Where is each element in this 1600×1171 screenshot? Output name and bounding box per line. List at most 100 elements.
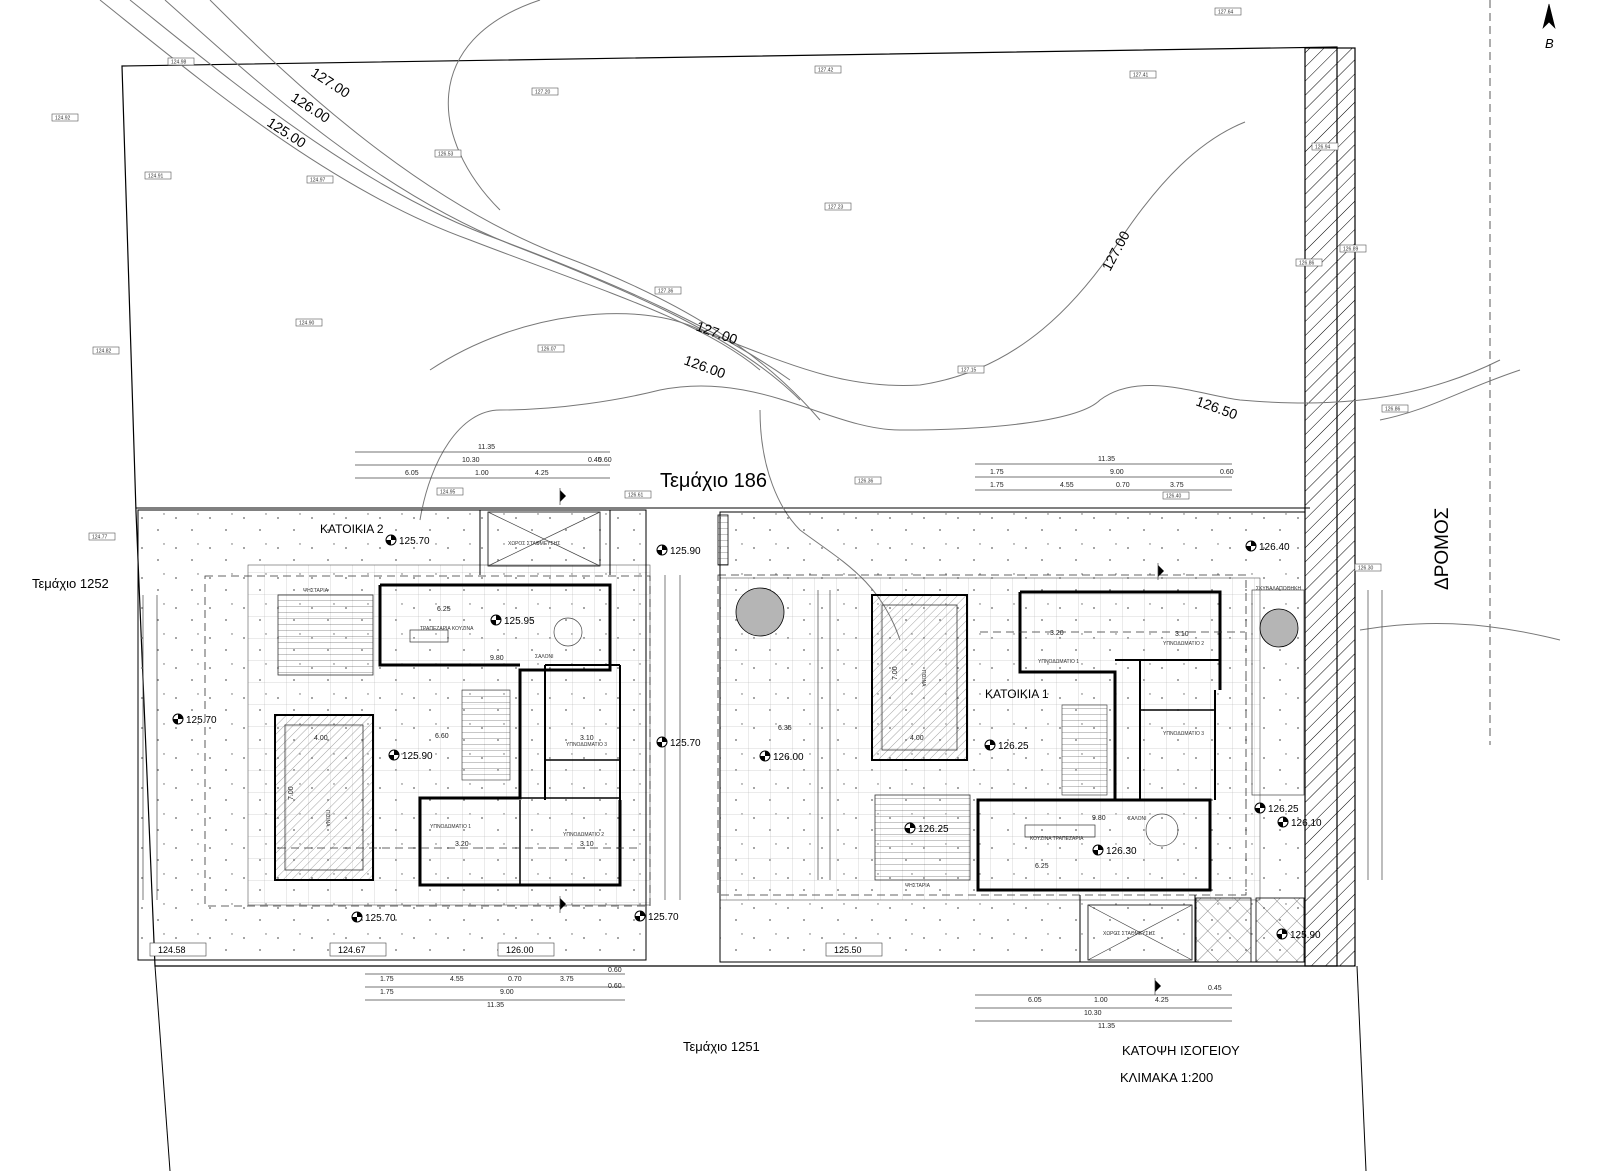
- road-edge-hatch: [1304, 47, 1356, 967]
- dim-label: 3.10: [580, 735, 594, 742]
- svg-text:0.60: 0.60: [598, 457, 612, 464]
- svg-text:126.40: 126.40: [1259, 542, 1290, 553]
- svg-text:0.70: 0.70: [508, 976, 522, 983]
- dim-label: 7.00: [892, 666, 899, 680]
- svg-text:126.36: 126.36: [858, 479, 874, 485]
- room-label: ΥΠΝΟΔΩΜΑΤΙΟ 3: [1163, 731, 1204, 737]
- dim-label: 4.00: [910, 735, 924, 742]
- room-label: ΧΩΡΟΣ ΣΤΑΘΜΕΥΣΗΣ: [508, 541, 560, 547]
- plot-boundary: [121, 46, 1367, 1171]
- svg-text:9.00: 9.00: [500, 989, 514, 996]
- dimension-bottom-house2: 1.75 4.55 0.70 3.75 0.60 1.75 9.00 0.60 …: [365, 967, 625, 1009]
- room-label: ΣΑΛΟΝΙ: [535, 654, 554, 660]
- svg-text:125.70: 125.70: [670, 738, 701, 749]
- gate-marker: [717, 514, 729, 566]
- room-label: ΧΩΡΟΣ ΣΤΑΘΜΕΥΣΗΣ: [1103, 931, 1155, 937]
- boundary-levels: 124.58 124.67 126.00 125.50: [149, 942, 883, 957]
- svg-text:125.90: 125.90: [402, 751, 433, 762]
- svg-text:10.30: 10.30: [1084, 1010, 1102, 1017]
- svg-text:124.98: 124.98: [171, 60, 187, 66]
- dim-label: 7.00: [288, 786, 295, 800]
- svg-text:124.82: 124.82: [96, 349, 112, 355]
- contour-label: 126.00: [682, 352, 728, 382]
- parcel-south-label: Τεμάχιο 1251: [683, 1039, 760, 1054]
- svg-text:1.75: 1.75: [380, 989, 394, 996]
- room-label: ΣΑΛΟΝΙ: [1128, 816, 1147, 822]
- room-label: ΨΗΣΤΑΡΙΑ: [303, 588, 329, 594]
- svg-text:124.77: 124.77: [92, 535, 108, 541]
- svg-text:1.00: 1.00: [475, 470, 489, 477]
- contour-label: 127.00: [694, 318, 740, 348]
- svg-text:11.35: 11.35: [1098, 1023, 1115, 1030]
- north-arrow-icon: B: [1542, 3, 1556, 51]
- svg-text:4.25: 4.25: [1155, 997, 1169, 1004]
- house1-building: [735, 587, 1305, 963]
- dim-label: 3.20: [455, 841, 469, 848]
- svg-text:125.90: 125.90: [1290, 930, 1321, 941]
- level-markers: 125.70 125.90 125.95 125.70 125.90 125.7…: [172, 534, 1322, 941]
- svg-text:125.50: 125.50: [834, 945, 862, 955]
- road-label: ΔΡΟΜΟΣ: [1432, 508, 1453, 591]
- svg-text:126.40: 126.40: [1166, 494, 1182, 500]
- svg-text:6.05: 6.05: [1028, 997, 1042, 1004]
- svg-text:126.30: 126.30: [1106, 846, 1137, 857]
- contour-label: 127.00: [308, 64, 353, 101]
- svg-text:127.41: 127.41: [1133, 73, 1149, 79]
- svg-text:1.75: 1.75: [990, 482, 1004, 489]
- room-label: ΥΠΝΟΔΩΜΑΤΙΟ 3: [566, 742, 607, 748]
- svg-text:0.60: 0.60: [608, 983, 622, 990]
- dimension-top-house2: 11.35 10.30 6.05 1.00 4.25 0.45 0.60: [355, 444, 612, 479]
- parcel-west-label: Τεμάχιο 1252: [32, 576, 109, 591]
- svg-text:126.86: 126.86: [1299, 261, 1315, 267]
- contour-label: 127.00: [1099, 228, 1133, 274]
- svg-text:0.60: 0.60: [608, 967, 622, 974]
- svg-text:3.75: 3.75: [1170, 482, 1184, 489]
- svg-text:0.45: 0.45: [588, 457, 602, 464]
- room-label: ΥΠΝΟΔΩΜΑΤΙΟ 1: [1038, 659, 1079, 665]
- svg-text:125.70: 125.70: [365, 913, 396, 924]
- room-label: ΥΠΝΟΔΩΜΑΤΙΟ 2: [1163, 641, 1204, 647]
- svg-text:126.00: 126.00: [773, 752, 804, 763]
- svg-text:124.91: 124.91: [148, 174, 164, 180]
- dim-label: 9.80: [1092, 815, 1106, 822]
- svg-text:124.90: 124.90: [299, 321, 315, 327]
- svg-text:126.25: 126.25: [998, 741, 1029, 752]
- svg-text:B: B: [1545, 36, 1554, 51]
- room-label: ΥΠΝΟΔΩΜΑΤΙΟ 2: [563, 832, 604, 838]
- svg-text:127.64: 127.64: [1218, 10, 1234, 16]
- svg-text:126.61: 126.61: [628, 493, 644, 499]
- svg-text:4.25: 4.25: [535, 470, 549, 477]
- svg-text:124.67: 124.67: [338, 945, 366, 955]
- dim-label: 6.25: [437, 606, 451, 613]
- svg-text:125.95: 125.95: [504, 616, 535, 627]
- svg-text:126.25: 126.25: [918, 824, 949, 835]
- room-label: ΥΠΝΟΔΩΜΑΤΙΟ 1: [430, 824, 471, 830]
- drawing-title: ΚΑΤΟΨΗ ΙΣΟΓΕΙΟΥ: [1122, 1043, 1240, 1058]
- svg-text:0.45: 0.45: [1208, 985, 1222, 992]
- house1-label: ΚΑΤΟΙΚΙΑ 1: [985, 687, 1049, 701]
- svg-text:126.07: 126.07: [541, 347, 557, 353]
- section-markers: [278, 488, 1245, 995]
- dim-label: 3.10: [1175, 631, 1189, 638]
- svg-text:125.70: 125.70: [648, 912, 679, 923]
- dim-label: 6.35: [778, 725, 792, 732]
- svg-text:11.35: 11.35: [1098, 456, 1115, 463]
- svg-text:125.90: 125.90: [670, 546, 701, 557]
- dim-label: 6.60: [435, 733, 449, 740]
- svg-text:11.35: 11.35: [478, 444, 495, 451]
- svg-text:3.75: 3.75: [560, 976, 574, 983]
- svg-text:124.97: 124.97: [310, 178, 326, 184]
- drawing-scale: ΚΛΙΜΑΚΑ 1:200: [1120, 1070, 1213, 1085]
- svg-text:4.55: 4.55: [1060, 482, 1074, 489]
- svg-text:124.95: 124.95: [440, 490, 456, 496]
- svg-text:124.58: 124.58: [158, 945, 186, 955]
- svg-text:126.89: 126.89: [1343, 247, 1359, 253]
- svg-text:126.94: 126.94: [1315, 145, 1331, 151]
- room-label: ΠΙΣΙΝΑ: [324, 810, 330, 827]
- dim-label: 9.80: [490, 655, 504, 662]
- svg-text:1.75: 1.75: [380, 976, 394, 983]
- dim-label: 3.10: [580, 841, 594, 848]
- svg-text:125.70: 125.70: [399, 536, 430, 547]
- svg-text:127.36: 127.36: [658, 289, 674, 295]
